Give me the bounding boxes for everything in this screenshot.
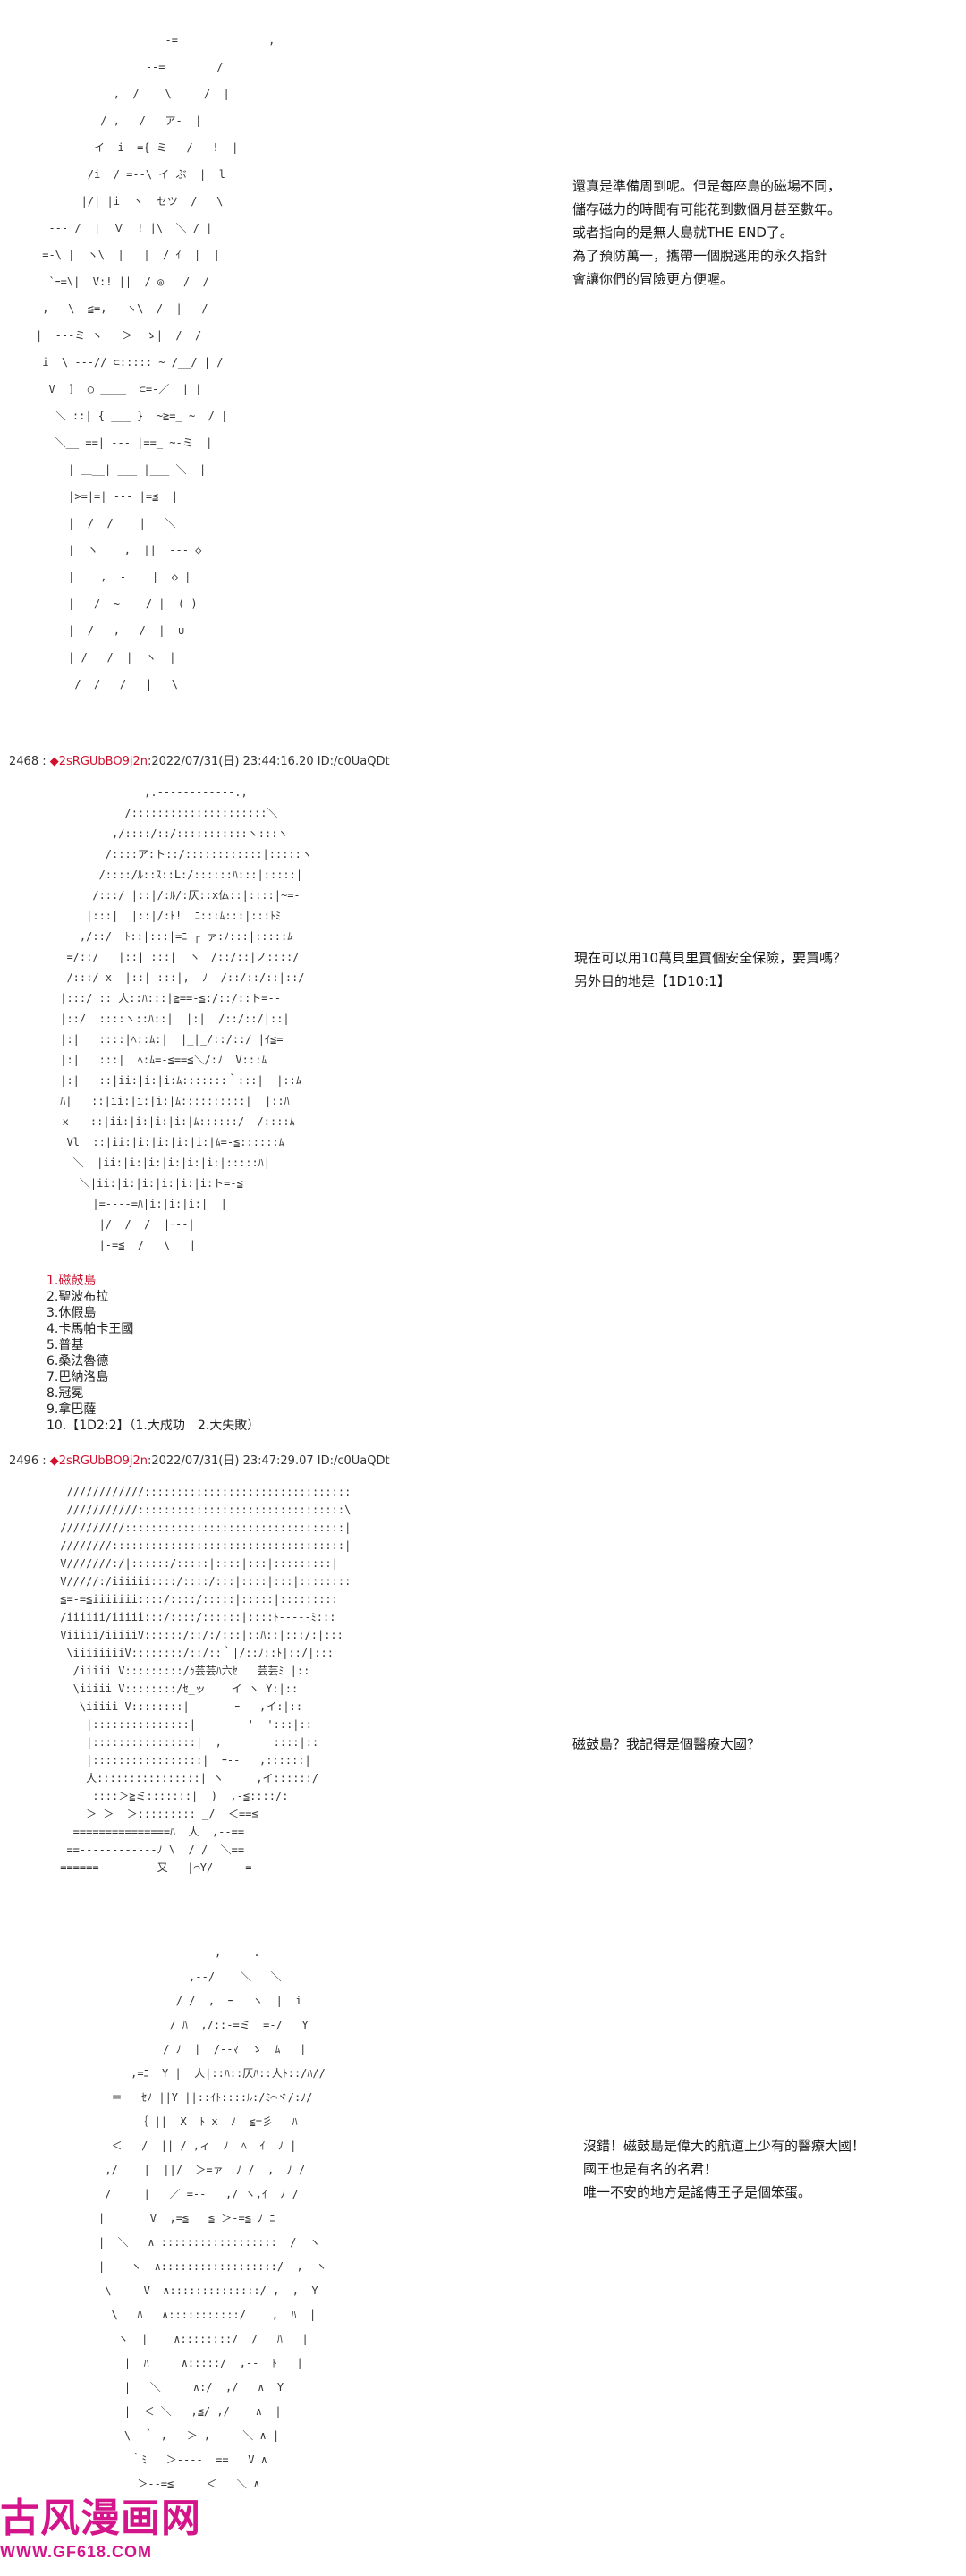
ascii-art-character-1: -= , --= / , / \ / | / , / ア- | イ i -={ … xyxy=(36,34,275,691)
post-number: 2496 : xyxy=(9,1454,47,1468)
dialog-line: 還真是準備周到呢。但是每座島的磁場不同， xyxy=(572,178,842,194)
post-header-2468: 2468 : ◆2sRGUbBO9j2n:2022/07/31(日) 23:44… xyxy=(9,751,390,768)
dialog-box-1: 還真是準備周到呢。但是每座島的磁場不同， 儲存磁力的時間有可能花到數個月甚至數年… xyxy=(572,174,841,291)
dialog-line: 現在可以用10萬貝里買個安全保險，要買嗎？ xyxy=(574,950,847,966)
dialog-line: 或者指向的是無人島就THE END了。 xyxy=(572,225,793,241)
post-meta: :2022/07/31(日) 23:47:29.07 ID:/c0UaQDt xyxy=(147,1454,390,1468)
dialog-line: 沒錯！磁鼓島是偉大的航道上少有的醫療大國！ xyxy=(583,2138,866,2154)
watermark-title: 古风漫画网 xyxy=(0,2496,201,2541)
ascii-art-character-4: ,-----. ,--/ ＼ ＼ / / , ｰ ヽ | i / ﾊ ,/::-… xyxy=(98,1946,327,2490)
dialog-line: 唯一不安的地方是謠傳王子是個笨蛋。 xyxy=(583,2184,812,2200)
dialog-box-4: 沒錯！磁鼓島是偉大的航道上少有的醫療大國！ 國王也是有名的名君！ 唯一不安的地方… xyxy=(583,2134,865,2204)
list-item: 7.巴納洛島 xyxy=(47,1370,109,1385)
post-number: 2468 : xyxy=(9,755,47,768)
post-header-2496: 2496 : ◆2sRGUbBO9j2n:2022/07/31(日) 23:47… xyxy=(9,1451,390,1468)
trip-diamond-icon: ◆ xyxy=(49,1454,59,1468)
list-item: 4.卡馬帕卡王國 xyxy=(47,1322,134,1336)
dialog-line: 會讓你們的冒險更方便喔。 xyxy=(572,271,734,287)
dialog-line: 儲存磁力的時間有可能花到數個月甚至數年。 xyxy=(572,201,842,217)
tripcode: 2sRGUbBO9j2n xyxy=(58,1454,148,1468)
dialog-line: 國王也是有名的名君！ xyxy=(583,2161,718,2177)
list-item: 8.冠冕 xyxy=(47,1386,84,1401)
list-item: 2.聖波布拉 xyxy=(47,1290,109,1304)
post-meta: :2022/07/31(日) 23:44:16.20 ID:/c0UaQDt xyxy=(147,755,390,768)
trip-diamond-icon: ◆ xyxy=(49,755,59,768)
dialog-line: 磁鼓島？我記得是個醫療大國？ xyxy=(572,1736,761,1752)
ascii-art-character-2: ,.--‐‐‐‐‐‐‐‐‐-., /:::::::::::::::::::::＼… xyxy=(60,786,312,1251)
ascii-art-character-3: ////////////::::::::::::::::::::::::::::… xyxy=(60,1486,352,1874)
dialog-box-3: 磁鼓島？我記得是個醫療大國？ xyxy=(572,1733,760,1756)
list-item: 1.磁鼓島 xyxy=(47,1274,97,1288)
list-item: 5.普基 xyxy=(47,1338,84,1352)
list-item: 10.【1D2:2】（1.大成功 2.大失敗） xyxy=(47,1419,260,1433)
site-watermark: 古风漫画网 WWW.GF618.COM xyxy=(0,2496,215,2576)
list-item: 6.桑法魯德 xyxy=(47,1354,109,1368)
dialog-line: 為了預防萬一，攜帶一個脫逃用的永久指針 xyxy=(572,248,828,264)
dialog-line: 另外目的地是【1D10:1】 xyxy=(574,973,731,989)
watermark-url: WWW.GF618.COM xyxy=(0,2543,152,2561)
list-item: 3.休假島 xyxy=(47,1306,97,1320)
list-item: 9.拿巴薩 xyxy=(47,1402,97,1417)
tripcode: 2sRGUbBO9j2n xyxy=(58,755,148,768)
destination-list: 1.磁鼓島 2.聖波布拉 3.休假島 4.卡馬帕卡王國 5.普基 6.桑法魯德 … xyxy=(47,1273,259,1434)
dialog-box-2: 現在可以用10萬貝里買個安全保險，要買嗎？ 另外目的地是【1D10:1】 xyxy=(574,946,846,993)
